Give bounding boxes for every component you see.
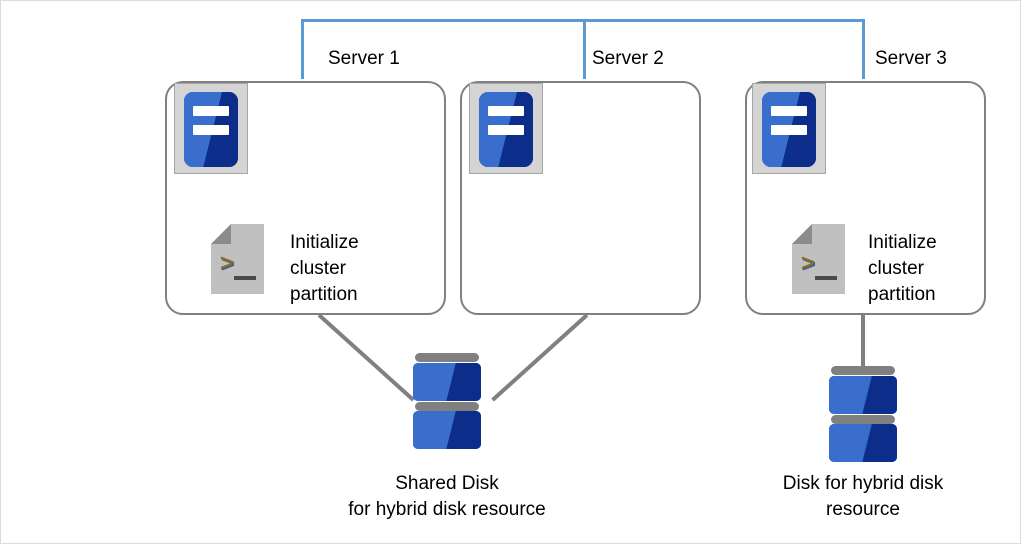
server-icon-bar-bottom	[488, 125, 524, 135]
disk-platter-bottom	[829, 424, 897, 462]
disk-platter-sheen	[413, 411, 481, 449]
script-file-page	[211, 224, 264, 294]
script-prompt-chevron: >	[801, 250, 816, 277]
hybrid-disk-caption: Disk for hybrid disk resource	[782, 473, 944, 520]
connector-server3-hybrid-disk	[861, 314, 865, 366]
connector-server2-shared-disk	[491, 313, 589, 402]
script-prompt-underscore	[234, 276, 256, 280]
server-icon-bar-top	[488, 106, 524, 116]
server-icon-bar-bottom	[771, 125, 807, 135]
shared-disk-caption: Shared Disk for hybrid disk resource	[348, 473, 546, 520]
server-icon-body	[479, 92, 533, 167]
server-icon	[752, 83, 826, 174]
disk-platter-top	[829, 376, 897, 414]
disk-platter-top	[413, 363, 481, 401]
script-file-icon: >	[792, 224, 845, 294]
script-prompt-underscore	[815, 276, 837, 280]
server-icon-body	[184, 92, 238, 167]
server-icon	[174, 83, 248, 174]
server-icon	[469, 83, 543, 174]
bracket-left-vertical	[301, 19, 304, 79]
disk-icon	[413, 353, 481, 449]
disk-cap-top	[415, 353, 479, 362]
server-3-task-text: Initialize cluster partition	[868, 232, 937, 306]
disk-platter-sheen	[829, 376, 897, 414]
server-icon-bar-top	[771, 106, 807, 116]
disk-platter-sheen	[413, 363, 481, 401]
script-file-fold	[792, 224, 812, 244]
server-2-label: Server 2	[592, 48, 664, 69]
script-prompt-chevron: >	[220, 250, 235, 277]
disk-cap-top	[831, 366, 895, 375]
server-icon-body	[762, 92, 816, 167]
disk-cap-middle	[415, 402, 479, 411]
disk-cap-middle	[831, 415, 895, 424]
script-file-page	[792, 224, 845, 294]
server-3-label: Server 3	[875, 48, 947, 69]
script-file-fold	[211, 224, 231, 244]
disk-platter-bottom	[413, 411, 481, 449]
disk-icon	[829, 366, 897, 462]
connector-server1-shared-disk	[317, 313, 415, 402]
server-1-label: Server 1	[328, 48, 400, 69]
server-1-task-text: Initialize cluster partition	[290, 232, 359, 306]
script-file-icon: >	[211, 224, 264, 294]
server-icon-bar-bottom	[193, 125, 229, 135]
server-icon-bar-top	[193, 106, 229, 116]
bracket-middle-vertical	[583, 19, 586, 79]
disk-platter-sheen	[829, 424, 897, 462]
bracket-right-vertical	[862, 19, 865, 79]
